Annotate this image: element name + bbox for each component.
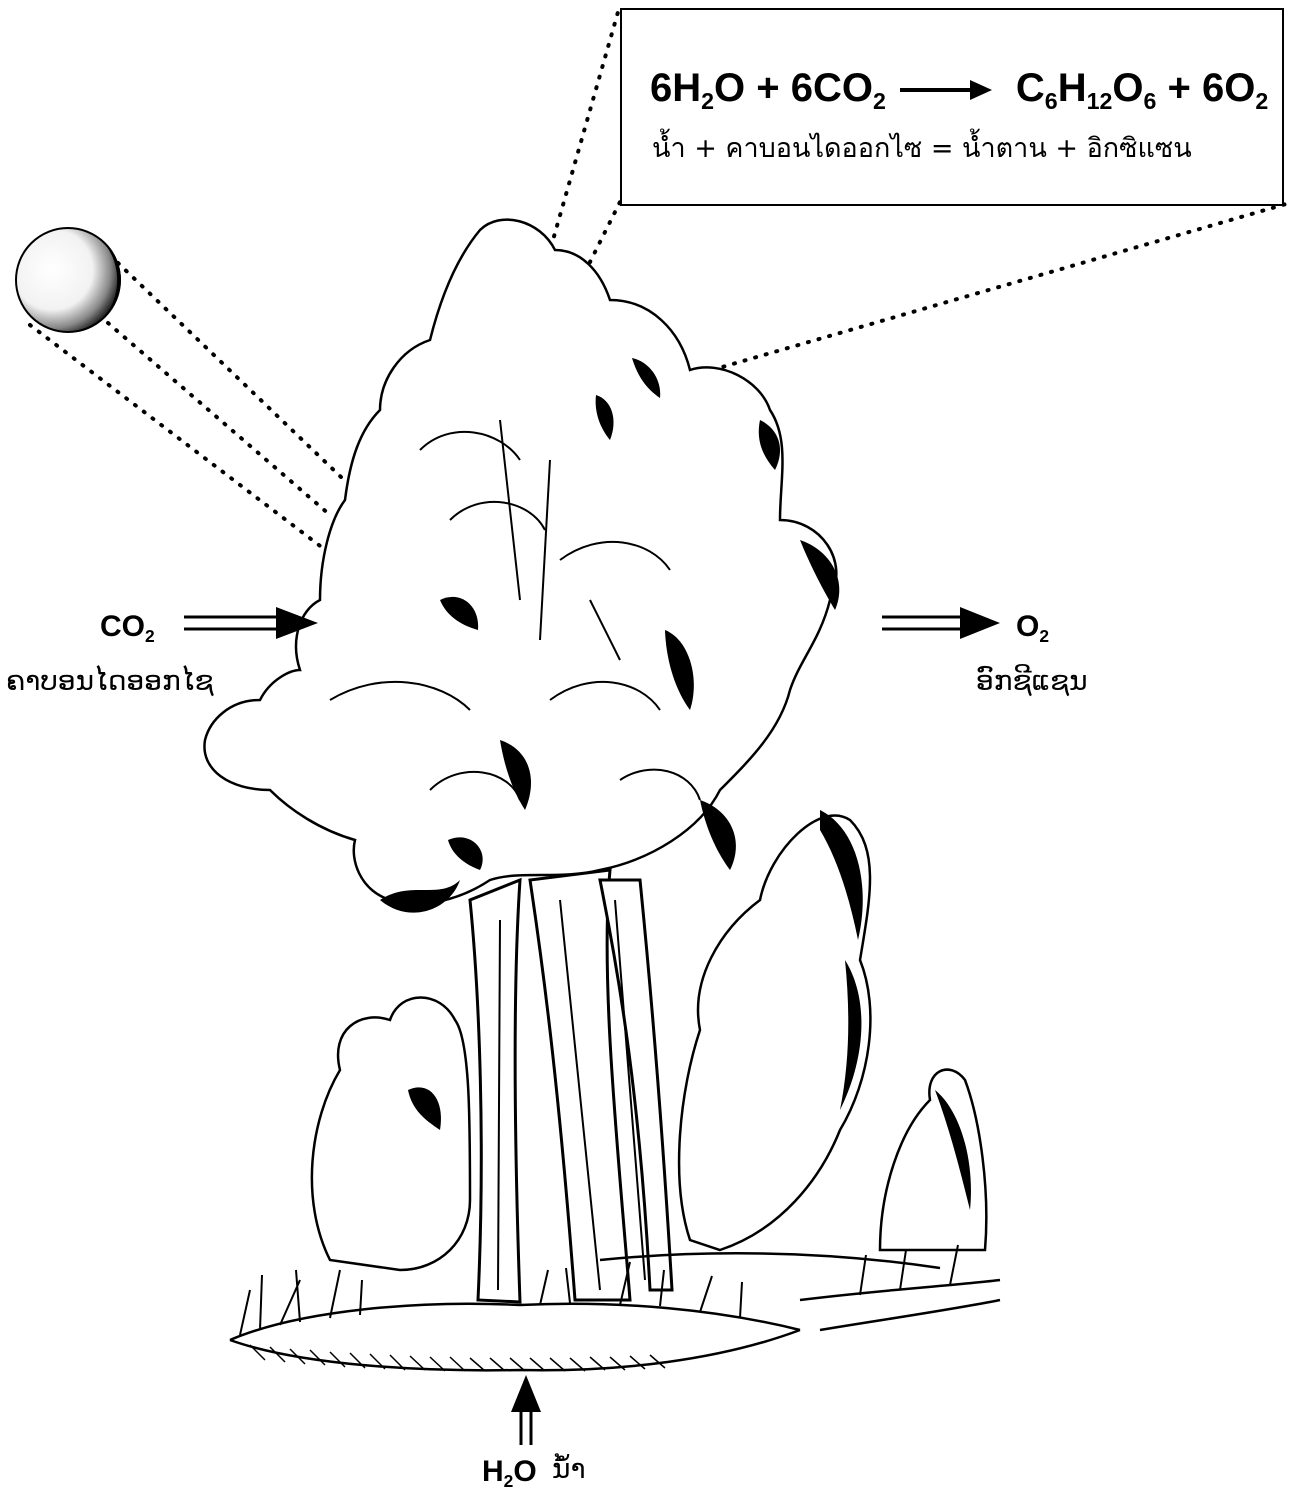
sun-icon <box>16 228 121 332</box>
eq-sub: 2 <box>1255 88 1268 114</box>
co2-formula-text: CO <box>100 610 145 643</box>
h2o-label: H2O <box>482 1455 537 1489</box>
eq-sub: 12 <box>1087 88 1113 114</box>
eq-sub: 6 <box>1045 88 1058 114</box>
equation-words: น้ำ + คาบอนไดออกไซ = น้ำตาน + อิกซิแซน <box>652 126 1192 169</box>
reaction-arrow-icon <box>900 83 992 97</box>
eq-term-water: 6H <box>650 66 701 110</box>
eq-term-glucose: O <box>1112 66 1143 110</box>
o2-subscript: 2 <box>1039 626 1049 646</box>
eq-term-co2: O + 6CO <box>714 66 873 110</box>
eq-term-oxygen: + 6O <box>1156 66 1255 110</box>
eq-sub: 6 <box>1144 88 1157 114</box>
o2-word-label: ອົກຊີແຊນ <box>976 664 1088 697</box>
co2-label: CO2 <box>100 610 155 644</box>
eq-sub: 2 <box>873 88 886 114</box>
o2-label: O2 <box>1016 610 1049 644</box>
eq-term-glucose: H <box>1058 66 1087 110</box>
o2-formula-text: O <box>1016 610 1039 643</box>
o2-output-arrow <box>882 607 1000 639</box>
co2-word-label: ຄາບອນໄດອອກໄຊ <box>6 664 214 697</box>
tree-illustration <box>204 220 1000 1371</box>
h2o-formula-text: H <box>482 1455 504 1488</box>
h2o-formula-text: O <box>513 1455 536 1488</box>
h2o-input-arrow <box>511 1375 541 1445</box>
eq-sub: 2 <box>701 88 714 114</box>
co2-subscript: 2 <box>145 626 155 646</box>
eq-term-glucose: C <box>1016 66 1045 110</box>
h2o-subscript: 2 <box>504 1471 514 1491</box>
h2o-word-label: ນ້ຳ <box>552 1452 586 1485</box>
